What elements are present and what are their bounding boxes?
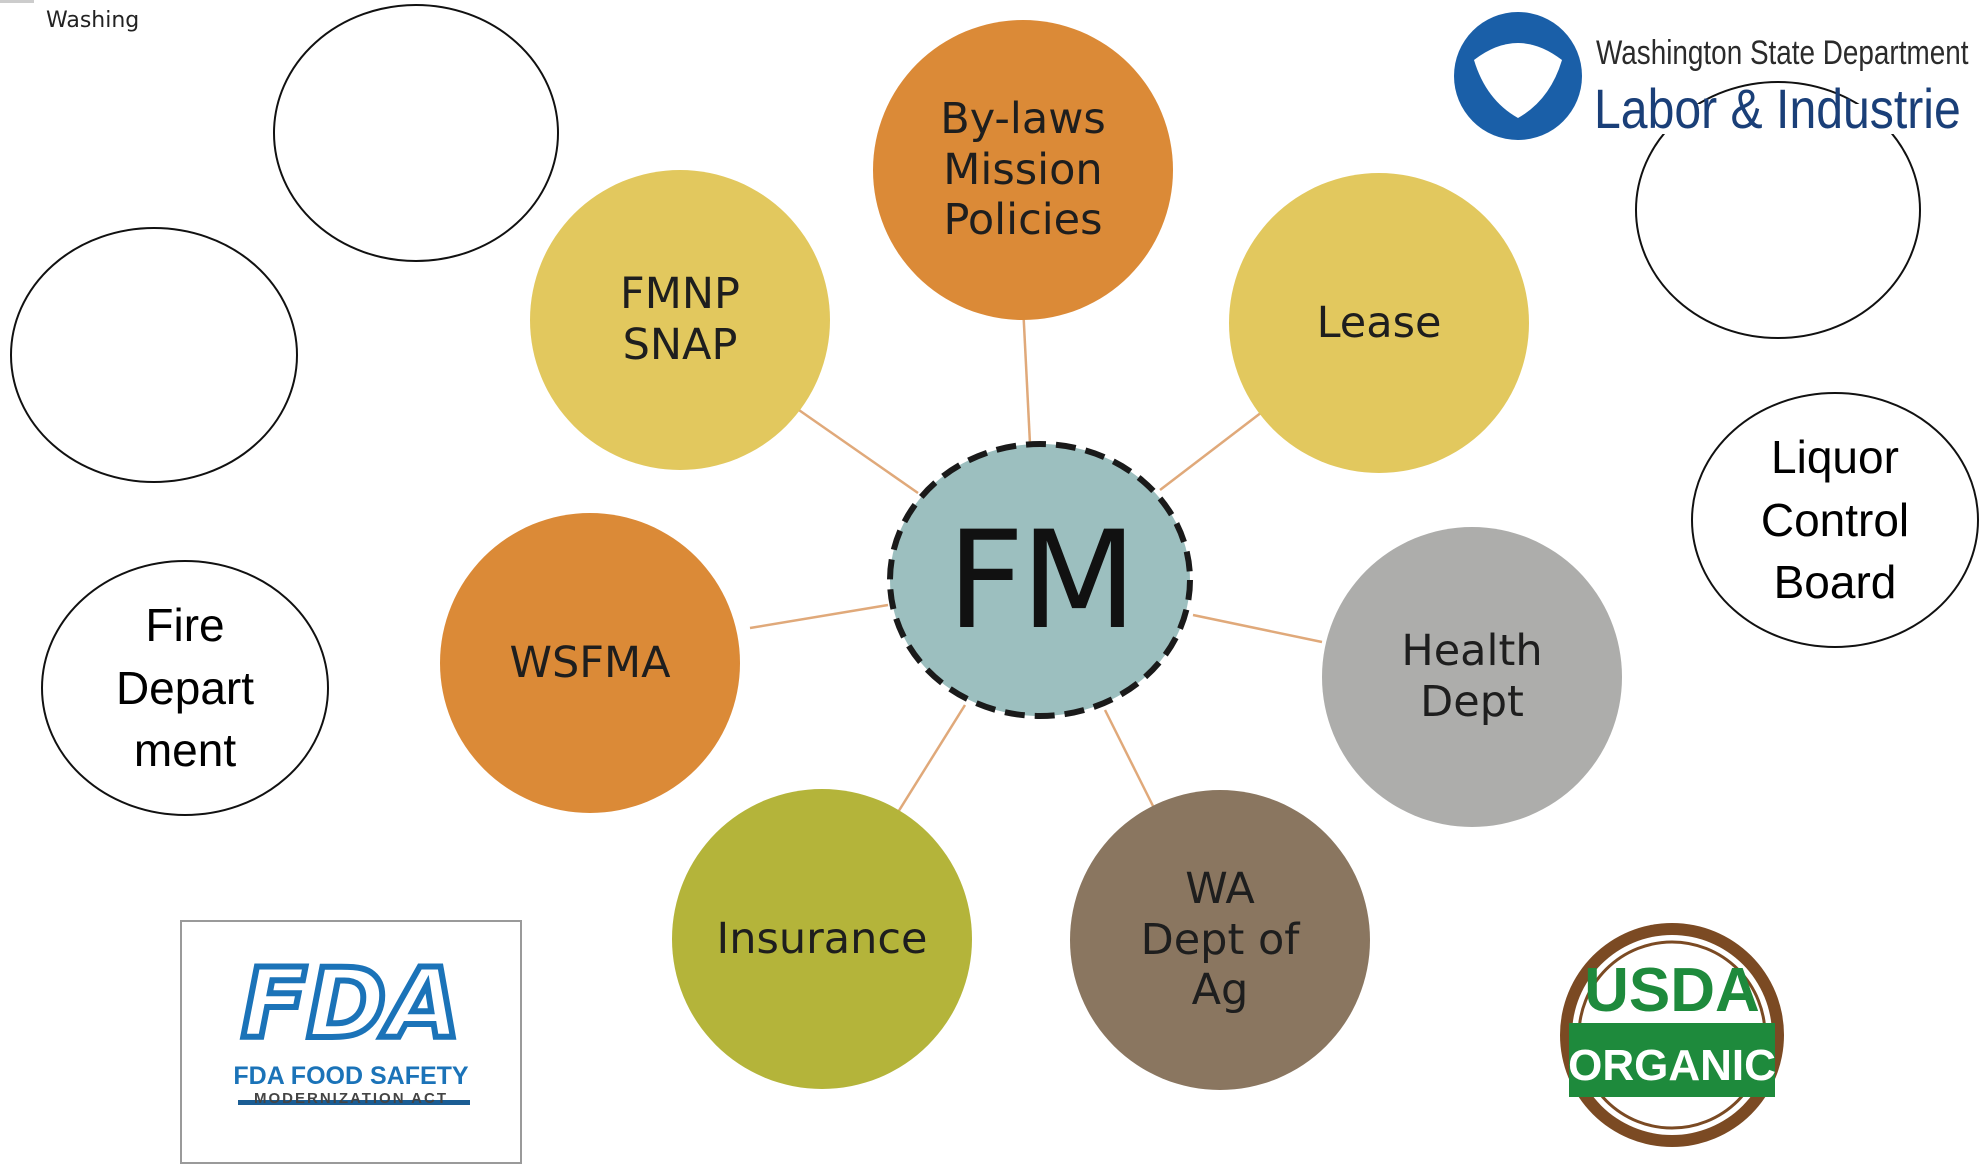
node-label-wsfma: WSFMA — [509, 637, 671, 688]
corner-rule — [0, 0, 34, 3]
lni-dept-line: Washington State Department — [1596, 34, 1969, 72]
connector-fmnp — [795, 406, 919, 495]
node-circle-lease — [1229, 173, 1529, 473]
node-circle-wsfma — [440, 513, 740, 813]
liquor-circle — [1691, 392, 1979, 648]
connector-bylaws — [1021, 304, 1032, 445]
fda-logo-box — [180, 920, 522, 1164]
connector-insurance — [893, 704, 967, 818]
liquor-control-board-label: Liquor Control Board — [1760, 431, 1910, 609]
fda-wordmark: FDA — [241, 948, 461, 1060]
connectors — [749, 304, 1323, 818]
fda-subtitle: MODERNIZATION ACT — [254, 1090, 448, 1107]
node-label-fmnp: FMNP SNAP — [620, 269, 740, 370]
connector-lease — [1159, 411, 1263, 491]
connector-health — [1192, 613, 1323, 644]
node-circle-fmnp — [530, 170, 830, 470]
center-hub-circle — [887, 441, 1193, 719]
node-label-agriculture: WA Dept of Ag — [1140, 863, 1300, 1016]
node-label-health: Health Dept — [1401, 626, 1543, 727]
svg-text:USDA: USDA — [1584, 956, 1760, 1025]
node-circle-insurance — [672, 789, 972, 1089]
connector-agriculture — [1103, 709, 1157, 811]
lni-mask — [1620, 104, 1982, 134]
corner-text: Washing — [46, 8, 140, 33]
node-label-bylaws: By-laws Mission Policies — [940, 93, 1106, 246]
svg-text:ORGANIC: ORGANIC — [1568, 1041, 1776, 1090]
empty-circle-3 — [1635, 81, 1921, 339]
node-circle-bylaws — [873, 20, 1173, 320]
node-label-insurance: Insurance — [716, 913, 928, 964]
lni-logo-mark — [1454, 12, 1582, 140]
connector-wsfma — [749, 603, 889, 630]
center-hub-label: FM — [946, 501, 1137, 659]
fire-department-label: Fire Depart ment — [115, 599, 255, 777]
empty-circle-1 — [273, 4, 559, 262]
fire-circle — [41, 560, 329, 816]
fda-rule — [238, 1100, 470, 1105]
lni-name-line: Labor & Industrie — [1594, 77, 1961, 140]
fda-title: FDA FOOD SAFETY — [233, 1062, 469, 1090]
empty-circle-2 — [10, 227, 298, 483]
node-label-lease: Lease — [1316, 297, 1442, 348]
usda-organic-seal: USDA ORGANIC — [1560, 923, 1784, 1147]
node-circle-health — [1322, 527, 1622, 827]
node-circle-agriculture — [1070, 790, 1370, 1090]
